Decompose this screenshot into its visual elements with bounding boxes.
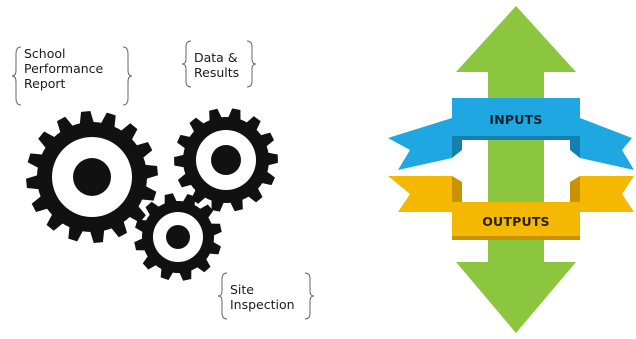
- inputs-banner-label: INPUTS: [489, 112, 542, 127]
- inputs-ribbon-icon: [388, 98, 634, 170]
- double-arrow-icon: [456, 6, 576, 333]
- arrow-shaft: [488, 60, 544, 275]
- curly-brace-icon: [218, 272, 228, 320]
- curly-brace-icon: [182, 40, 192, 88]
- gear-medium-icon: [174, 108, 278, 212]
- outputs-ribbon-left-tail: [388, 176, 452, 212]
- data-results-line-2: Results: [194, 65, 240, 80]
- outputs-banner-label: OUTPUTS: [482, 214, 550, 229]
- curly-brace-icon: [304, 272, 314, 320]
- inputs-ribbon-left-tail: [388, 118, 452, 170]
- outputs-ribbon-front: [452, 202, 580, 240]
- outputs-ribbon-front-shade: [452, 236, 580, 240]
- site-inspection-label: Site Inspection: [218, 272, 314, 320]
- outputs-ribbon-right-tail: [580, 176, 634, 212]
- school-report-line-3: Report: [24, 76, 66, 91]
- gear-cluster: [26, 108, 278, 281]
- data-results-line-1: Data &: [194, 50, 238, 65]
- school-report-line-2: Performance: [24, 61, 104, 76]
- curly-brace-icon: [122, 46, 132, 106]
- site-inspection-line-2: Inspection: [230, 297, 295, 312]
- gear-large-icon: [26, 111, 158, 243]
- arrow-head-down: [456, 262, 576, 333]
- school-report-label: School Performance Report: [12, 46, 132, 106]
- curly-brace-icon: [246, 40, 256, 88]
- gear-hub: [211, 145, 241, 175]
- school-report-line-1: School: [24, 46, 66, 61]
- inputs-ribbon-front: [452, 98, 580, 140]
- gear-small-icon: [134, 193, 222, 281]
- site-inspection-line-1: Site: [230, 282, 254, 297]
- outputs-ribbon-icon: [388, 176, 634, 240]
- gear-hub: [166, 225, 190, 249]
- arrow-head-up: [456, 6, 576, 72]
- data-results-label: Data & Results: [182, 40, 256, 88]
- gear-hub: [73, 158, 111, 196]
- inputs-ribbon-front-shade: [452, 136, 580, 140]
- curly-brace-icon: [12, 46, 22, 106]
- inputs-ribbon-right-tail: [580, 118, 634, 170]
